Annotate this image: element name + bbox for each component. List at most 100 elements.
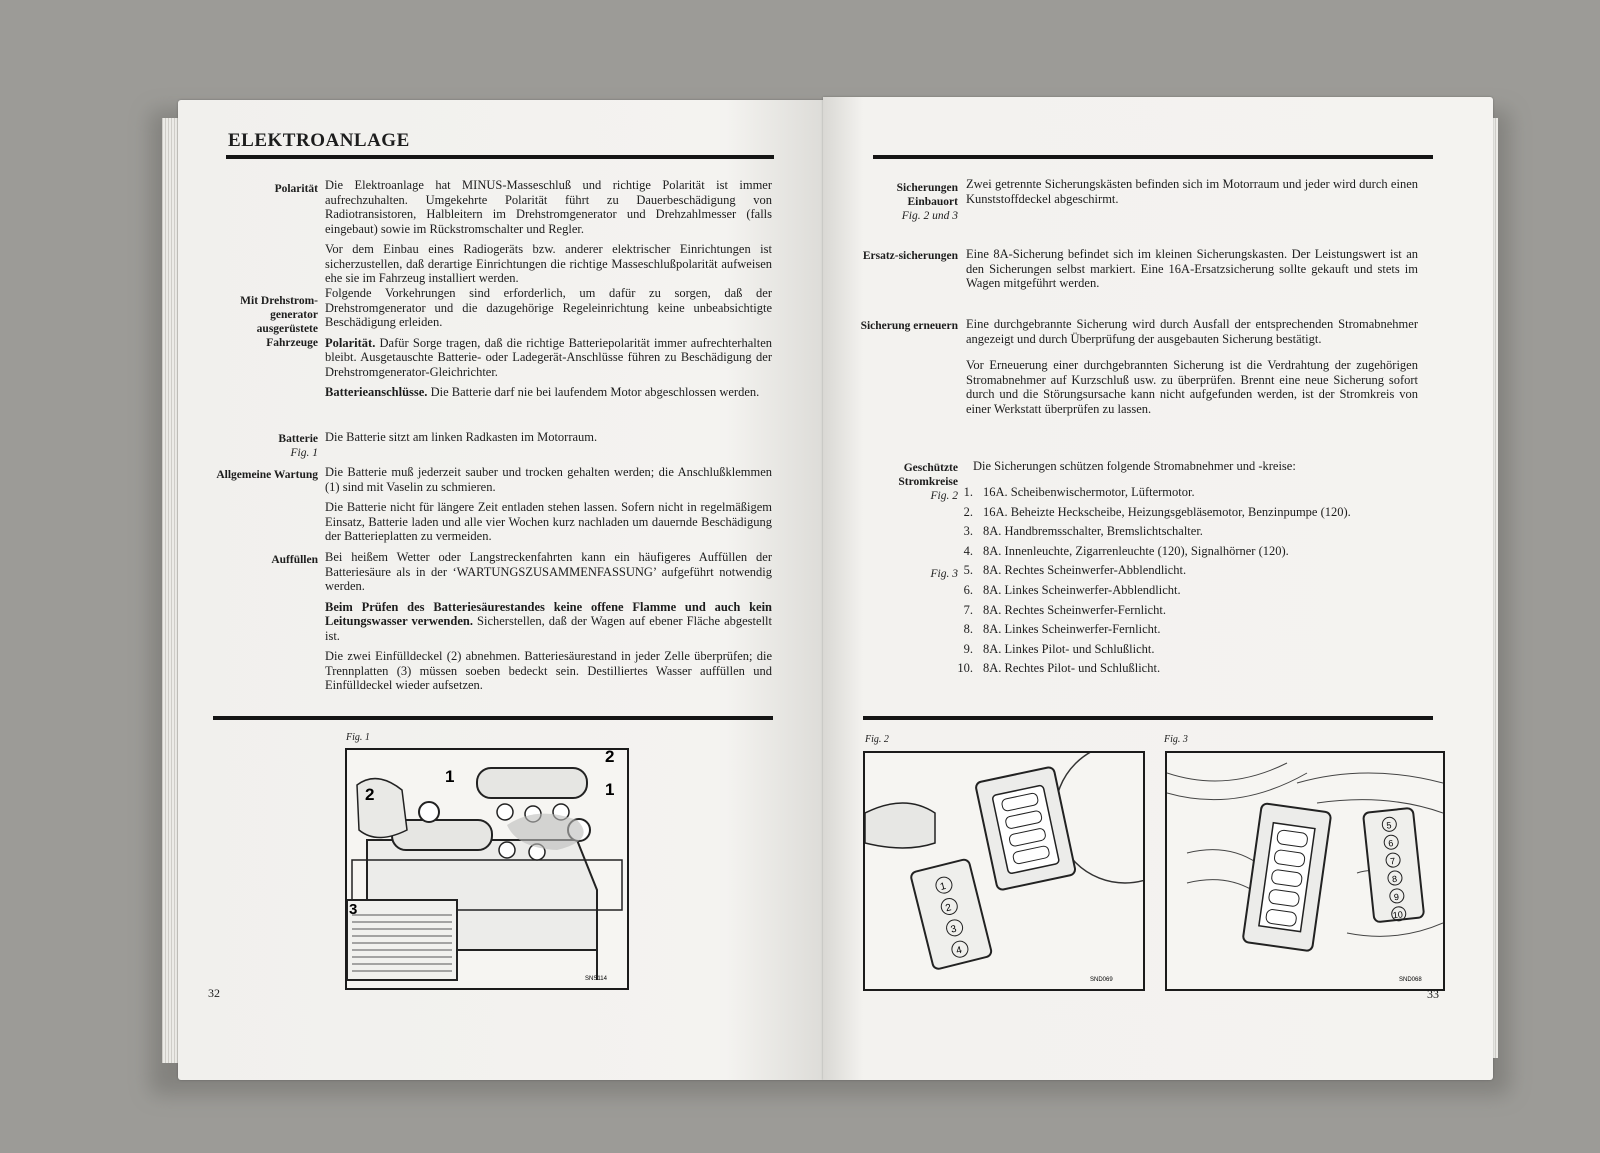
fuse-number: 3 [950, 923, 958, 935]
page-title: ELEKTROANLAGE [228, 130, 410, 151]
fuse-list-item: 8. 8A. Linkes Scheinwerfer-Fernlicht. [943, 620, 1443, 640]
paragraph: Die Batterie muß jederzeit sauber und tr… [325, 465, 772, 494]
paragraph: Die Elektroanlage hat MINUS-Masseschluß … [325, 178, 772, 236]
fig-ref: Fig. 3 [930, 568, 958, 580]
top-rule [873, 155, 1433, 159]
right-page: Sicherungen Einbauort Fig. 2 und 3 Zwei … [823, 97, 1493, 1080]
figure-rule [863, 716, 1433, 720]
fuse-list-item: 9. 8A. Linkes Pilot- und Schlußlicht. [943, 640, 1443, 660]
fuse-number: 5 [1386, 820, 1392, 830]
fuse-item-number: 2. [963, 504, 973, 519]
note-text: Dafür Sorge tragen, daß die richtige Bat… [325, 335, 772, 379]
fuse-item-text: 8A. Innenleuchte, Zigarrenleuchte (120),… [983, 543, 1289, 558]
fuse-item-number: 8. [963, 622, 973, 637]
label-text: Sicherungen Einbauort [896, 182, 958, 208]
section-batterie: Die Batterie sitzt am linken Radkasten i… [325, 430, 772, 451]
fuse-list-item: 7. 8A. Rechtes Scheinwerfer-Fernlicht. [943, 601, 1443, 621]
fuse-list-item: 10. 8A. Rechtes Pilot- und Schlußlicht. [943, 659, 1443, 679]
fusebox-figure-3: 5 6 7 8 9 10 SND068 [1165, 751, 1445, 991]
figure-caption: Fig. 2 [865, 734, 889, 745]
paragraph: Vor Erneuerung einer durchgebrannten Sic… [966, 358, 1418, 416]
fuse-item-number: 4. [963, 543, 973, 558]
label-text: Batterie [278, 433, 318, 445]
section-einbauort: Zwei getrennte Sicherungskästen befinden… [966, 177, 1418, 206]
section-drehstromgenerator: Folgende Vorkehrungen sind erforderlich,… [325, 286, 772, 406]
callout: 2 [365, 785, 374, 804]
warning-bold: Beim Prüfen des Batteriesäurestandes kei… [325, 599, 772, 629]
page-number: 33 [1427, 987, 1439, 1001]
fuse-number: 4 [955, 945, 963, 957]
fuse-list-item: 2. 16A. Beheizte Heckscheibe, Heizungsgeb… [943, 503, 1443, 523]
paragraph: Bei heißem Wetter oder Langstreckenfahrt… [325, 550, 772, 593]
fuse-list-item: 3. 8A. Handbremsschalter, Bremslichtschal… [943, 522, 1443, 542]
paragraph: Die Batterie nicht für längere Zeit entl… [325, 500, 772, 543]
fig-ref: Fig. 2 und 3 [901, 210, 958, 222]
fuse-item-number: 9. [963, 641, 973, 656]
callout: 1 [445, 767, 454, 786]
section-polaritaet: Die Elektroanlage hat MINUS-Masseschluß … [325, 178, 772, 292]
figure-code: SND069 [1090, 977, 1113, 983]
fuse-number: 1 [939, 881, 947, 893]
fuse-number: 7 [1390, 856, 1396, 866]
fuse-list-item: 4. 8A. Innenleuchte, Zigarrenleuchte (120… [943, 542, 1443, 562]
fuse-item-text: 8A. Linkes Scheinwerfer-Fernlicht. [983, 622, 1161, 637]
label-einbauort: Sicherungen Einbauort Fig. 2 und 3 [853, 181, 958, 223]
note-head: Batterieanschlüsse. [325, 385, 428, 399]
fuse-item-number: 1. [963, 485, 973, 499]
fuse-item-number: 7. [963, 602, 973, 617]
fuse-item-text: 8A. Handbremsschalter, Bremslichtschalte… [983, 524, 1203, 539]
fuse-number: 6 [1388, 838, 1394, 848]
fuse-number: 2 [944, 902, 952, 914]
fuse-item-text: 16A. Scheibenwischermotor, Lüftermotor. [983, 485, 1195, 499]
fuse-item-text: 8A. Linkes Pilot- und Schlußlicht. [983, 641, 1155, 656]
label-stromkreise: Geschützte Stromkreise Fig. 2 [853, 461, 958, 503]
page-edges-left [162, 118, 180, 1063]
battery-illustration: 1 2 1 2 3 SNS114 [347, 750, 627, 988]
paragraph: Vor dem Einbau eines Radiogeräts bzw. an… [325, 242, 772, 285]
left-page: ELEKTROANLAGE Polarität Die Elektroanlag… [178, 100, 823, 1080]
fuse-number: 10 [1392, 909, 1403, 920]
fuse-list-item: 5. 8A. Rechtes Scheinwerfer-Abblendlicht. [943, 561, 1443, 581]
label-auffuellen: Auffüllen [271, 554, 318, 566]
fusebox-figure-2: 1 2 3 4 SND069 [863, 751, 1145, 991]
paragraph: Die zwei Einfülldeckel (2) abnehmen. Bat… [325, 649, 772, 692]
title-rule [226, 155, 774, 159]
fuse-number: 9 [1393, 892, 1399, 902]
figure-caption: Fig. 1 [346, 732, 370, 743]
label-fig3: Fig. 3 [853, 567, 958, 581]
fuse-item-number: 6. [963, 582, 973, 597]
paragraph: Die Batterie sitzt am linken Radkasten i… [325, 430, 598, 444]
section-auffuellen: Bei heißem Wetter oder Langstreckenfahrt… [325, 550, 772, 699]
section-sicherung-erneuern: Eine durchgebrannte Sicherung wird durch… [966, 317, 1418, 422]
fuse-item-text: 8A. Linkes Scheinwerfer-Abblendlicht. [983, 582, 1181, 597]
section-stromkreise: Die Sicherungen schützen folgende Stroma… [973, 459, 1296, 473]
warning-rest: Sicherstellen, daß der Wagen auf ebener … [325, 614, 772, 643]
figure-caption: Fig. 3 [1164, 734, 1188, 745]
label-allgemeine-wartung: Allgemeine Wartung [216, 469, 318, 481]
paragraph: Folgende Vorkehrungen sind erforderlich,… [325, 286, 772, 329]
fuse-list: 1. 16A. Scheibenwischermotor, Lüftermotor… [943, 483, 1443, 679]
note-head: Polarität. [325, 335, 376, 350]
callout: 2 [605, 750, 614, 766]
fuse-item-text: 16A. Beheizte Heckscheibe, Heizungsgeblä… [983, 504, 1351, 519]
fuse-list-item: 1. 16A. Scheibenwischermotor, Lüftermotor… [943, 483, 1443, 503]
fusebox-illustration-2: 1 2 3 4 SND069 [865, 753, 1143, 989]
fuse-item-text: 8A. Rechtes Scheinwerfer-Fernlicht. [983, 602, 1167, 617]
section-ersatzsicherungen: Eine 8A-Sicherung befindet sich im klein… [966, 247, 1418, 290]
fuse-item-number: 3. [963, 524, 973, 539]
fuse-list-item: 6. 8A. Linkes Scheinwerfer-Abblendlicht. [943, 581, 1443, 601]
figure-code: SND068 [1399, 977, 1422, 983]
fuse-item-text: 8A. Rechtes Scheinwerfer-Abblendlicht. [983, 563, 1187, 578]
label-drehstromgenerator: Mit Drehstrom-generator ausgerüstete Fah… [240, 295, 318, 349]
batterie-note: Batterieanschlüsse. Die Batterie darf ni… [325, 385, 772, 400]
fuse-number: 8 [1392, 874, 1398, 884]
paragraph: Eine durchgebrannte Sicherung wird durch… [966, 317, 1418, 346]
fuse-item-text: 8A. Rechtes Pilot- und Schlußlicht. [983, 661, 1161, 676]
fuse-item-number: 10. [957, 661, 973, 676]
fig-ref: Fig. 1 [290, 447, 318, 459]
fig-ref: Fig. 2 [930, 490, 958, 502]
note-text: Die Batterie darf nie bei laufendem Moto… [427, 385, 760, 399]
fuse-item-number: 5. [963, 563, 973, 578]
callout: 3 [349, 901, 357, 918]
warning: Beim Prüfen des Batteriesäurestandes kei… [325, 600, 772, 644]
